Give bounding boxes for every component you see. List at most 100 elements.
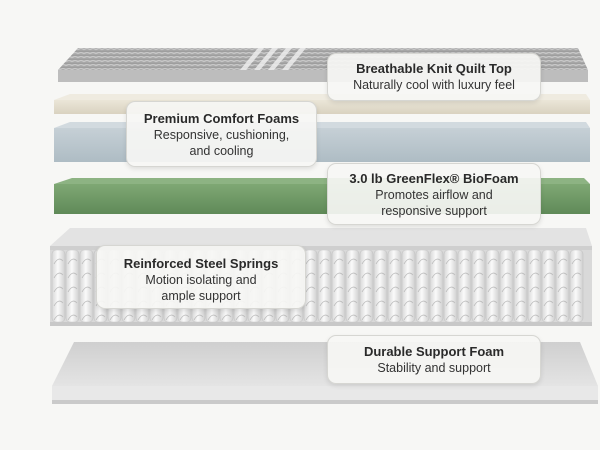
spring-coil-wrap xyxy=(347,272,358,279)
spring-coil-wrap xyxy=(459,258,470,265)
spring-coil-wrap xyxy=(319,272,330,279)
spring-coil-wrap xyxy=(305,258,316,265)
spring-coil-wrap xyxy=(445,314,456,321)
spring-coil-wrap xyxy=(431,258,442,265)
spring-coil-wrap xyxy=(207,314,218,321)
layer-title: Breathable Knit Quilt Top xyxy=(356,61,512,76)
spring-coil-wrap xyxy=(529,314,540,321)
spring-coil-wrap xyxy=(403,300,414,307)
layer-description: Responsive, cushioning, xyxy=(153,128,290,142)
spring-coil-wrap xyxy=(53,314,64,321)
layer-description: and cooling xyxy=(189,144,254,158)
spring-coil-wrap xyxy=(557,300,568,307)
spring-coil-wrap xyxy=(459,272,470,279)
spring-coil-wrap xyxy=(319,314,330,321)
spring-coil-wrap xyxy=(557,272,568,279)
layer-title: Premium Comfort Foams xyxy=(143,111,300,126)
spring-coil-wrap xyxy=(53,258,64,265)
spring-coil-wrap xyxy=(543,258,554,265)
spring-coil-wrap xyxy=(417,272,428,279)
spring-coil-wrap xyxy=(431,300,442,307)
spring-coil-wrap xyxy=(263,314,274,321)
spring-coil-wrap xyxy=(375,286,386,293)
spring-coil-wrap xyxy=(445,300,456,307)
spring-coil-wrap xyxy=(487,286,498,293)
spring-coil-wrap xyxy=(459,314,470,321)
spring-coil-wrap xyxy=(529,286,540,293)
spring-coil-wrap xyxy=(473,300,484,307)
spring-coil-wrap xyxy=(501,300,512,307)
spring-coil-wrap xyxy=(403,286,414,293)
spring-coil-wrap xyxy=(515,314,526,321)
spring-coil-wrap xyxy=(501,258,512,265)
spring-coil-wrap xyxy=(67,286,78,293)
spring-coil-wrap xyxy=(571,286,582,293)
spring-coil-wrap xyxy=(151,314,162,321)
spring-coil-wrap xyxy=(417,286,428,293)
spring-coil-wrap xyxy=(543,272,554,279)
spring-coil-wrap xyxy=(193,314,204,321)
spring-coil-wrap xyxy=(403,314,414,321)
spring-coil-wrap xyxy=(445,272,456,279)
spring-coil-wrap xyxy=(361,258,372,265)
spring-coil-wrap xyxy=(557,286,568,293)
layer-card-biofoam: 3.0 lb GreenFlex® BioFoam Promotes airfl… xyxy=(327,163,541,225)
spring-coil-wrap xyxy=(53,286,64,293)
spring-coil-wrap xyxy=(473,286,484,293)
spring-coil-wrap xyxy=(403,258,414,265)
spring-coil-wrap xyxy=(67,314,78,321)
layer-title: 3.0 lb GreenFlex® BioFoam xyxy=(349,171,519,186)
spring-coil-wrap xyxy=(361,314,372,321)
spring-coil-wrap xyxy=(235,314,246,321)
spring-coil-wrap xyxy=(319,258,330,265)
spring-coil-wrap xyxy=(109,314,120,321)
spring-coil-wrap xyxy=(333,272,344,279)
spring-coil-wrap xyxy=(571,300,582,307)
layer-description: Promotes airflow and xyxy=(375,188,493,202)
spring-coil-wrap xyxy=(291,314,302,321)
layer-description: Naturally cool with luxury feel xyxy=(353,78,515,92)
spring-coil-wrap xyxy=(389,300,400,307)
spring-coil-wrap xyxy=(375,314,386,321)
spring-coil-wrap xyxy=(389,272,400,279)
spring-coil-wrap xyxy=(333,314,344,321)
spring-coil-wrap xyxy=(571,272,582,279)
layer-title: Durable Support Foam xyxy=(363,344,505,359)
spring-coil-wrap xyxy=(389,258,400,265)
spring-coil-wrap xyxy=(543,314,554,321)
spring-coil-wrap xyxy=(347,286,358,293)
spring-coil-wrap xyxy=(571,258,582,265)
spring-coil-wrap xyxy=(543,300,554,307)
spring-coil-wrap xyxy=(333,286,344,293)
spring-coil-wrap xyxy=(473,314,484,321)
layer-description: ample support xyxy=(161,289,241,303)
spring-coil-wrap xyxy=(431,314,442,321)
spring-coil-wrap xyxy=(319,300,330,307)
spring-coil-wrap xyxy=(515,258,526,265)
spring-coil-wrap xyxy=(501,314,512,321)
spring-coil-wrap xyxy=(81,286,92,293)
spring-coil-wrap xyxy=(67,258,78,265)
spring-coil-wrap xyxy=(501,286,512,293)
spring-coil-wrap xyxy=(515,272,526,279)
spring-coil-wrap xyxy=(375,300,386,307)
spring-coil-wrap xyxy=(375,258,386,265)
spring-coil-wrap xyxy=(557,314,568,321)
spring-coil-wrap xyxy=(487,314,498,321)
layer-card-support-foam: Durable Support Foam Stability and suppo… xyxy=(327,335,541,384)
spring-coil-wrap xyxy=(529,272,540,279)
spring-coil-wrap xyxy=(347,300,358,307)
layer-card-steel-springs: Reinforced Steel Springs Motion isolatin… xyxy=(96,245,306,309)
spring-coil-wrap xyxy=(557,258,568,265)
spring-coil-wrap xyxy=(333,258,344,265)
spring-coil-wrap xyxy=(123,314,134,321)
spring-coil-wrap xyxy=(487,300,498,307)
spring-coil-wrap xyxy=(375,272,386,279)
spring-coil-wrap xyxy=(417,258,428,265)
spring-coil-wrap xyxy=(305,300,316,307)
layer-card-quilt-top: Breathable Knit Quilt Top Naturally cool… xyxy=(327,53,541,101)
spring-coil-wrap xyxy=(347,314,358,321)
spring-coil-wrap xyxy=(319,286,330,293)
spring-coil-wrap xyxy=(389,314,400,321)
